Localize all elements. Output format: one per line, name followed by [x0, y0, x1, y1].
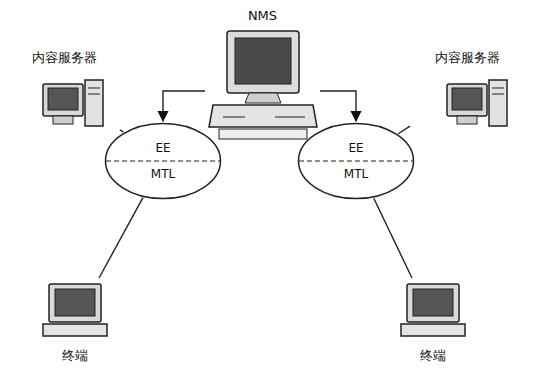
- nms-icon: [205, 29, 321, 141]
- terminal-icon: [393, 280, 473, 338]
- link-line: [320, 91, 356, 121]
- ellipse-outline: [297, 122, 415, 200]
- terminal-icon: [35, 280, 115, 338]
- terminal-computer: 终端: [35, 278, 115, 366]
- device-label: NMS: [205, 8, 320, 24]
- network-ellipse: EE MTL: [104, 122, 222, 200]
- device-label: 内容服务器: [410, 50, 525, 66]
- server-computer: 内容服务器: [8, 48, 120, 130]
- nms-computer: NMS: [205, 6, 320, 143]
- device-label: 终端: [35, 348, 115, 364]
- server-icon: [21, 78, 107, 128]
- layer-label: EE: [104, 141, 222, 155]
- layer-label: MTL: [104, 167, 222, 181]
- link-line: [120, 130, 123, 132]
- device-label: 终端: [393, 348, 473, 364]
- network-ellipse: EE MTL: [297, 122, 415, 200]
- layer-label: EE: [297, 141, 415, 155]
- server-icon: [425, 78, 511, 128]
- link-line: [163, 91, 205, 121]
- device-label: 内容服务器: [8, 50, 120, 66]
- terminal-computer: 终端: [393, 278, 473, 366]
- server-computer: 内容服务器: [410, 48, 525, 130]
- layer-label: MTL: [297, 167, 415, 181]
- link-line: [398, 126, 410, 134]
- ellipse-outline: [104, 122, 222, 200]
- link-line: [374, 198, 412, 278]
- link-line: [99, 198, 143, 278]
